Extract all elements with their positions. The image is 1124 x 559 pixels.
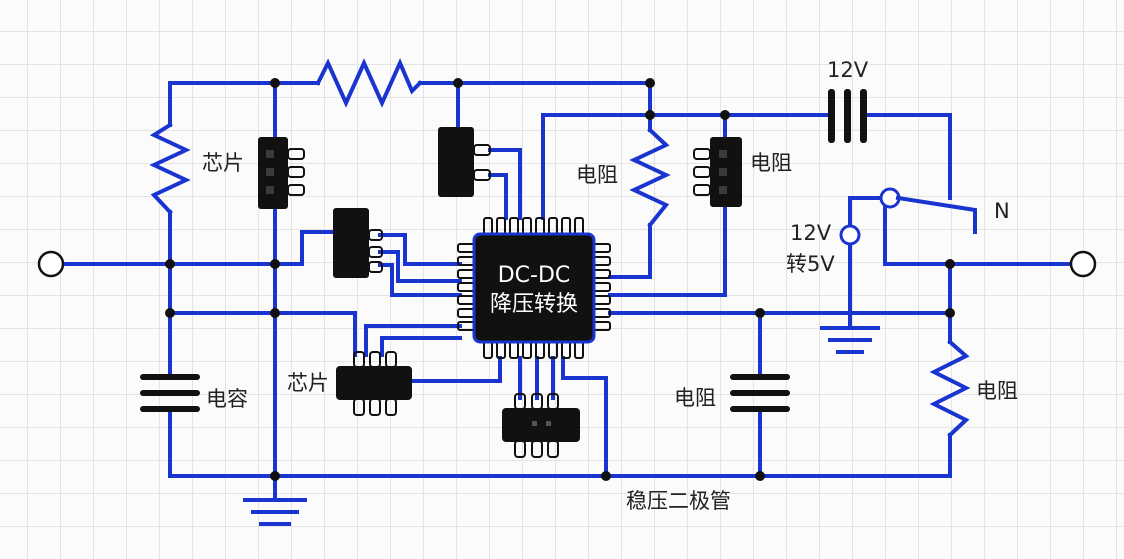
label-reg-line1: 12V (790, 221, 832, 245)
label-switch: N (994, 199, 1010, 223)
center-resistor[interactable] (629, 127, 671, 228)
label-res-center: 电阻 (576, 163, 618, 187)
switch-contact[interactable] (895, 195, 977, 234)
label-res-bottom-right: 电阻 (976, 379, 1018, 403)
label-top-cap: 12V (827, 58, 869, 82)
regulator-node[interactable] (839, 224, 861, 246)
input-terminal[interactable] (37, 250, 65, 278)
output-terminal[interactable] (1069, 250, 1097, 278)
label-chip-left-upper: 芯片 (202, 151, 244, 175)
label-res-right-top: 电阻 (750, 151, 792, 175)
label-capacitor: 电容 (206, 387, 248, 411)
chip-top-middle[interactable] (438, 127, 491, 197)
chip-lower-center[interactable] (502, 393, 580, 458)
left-resistor[interactable] (149, 122, 191, 215)
dc-dc-ic-body[interactable] (472, 232, 596, 344)
label-chip-left-lower: 芯片 (287, 371, 329, 395)
ic-label-line2: 降压转换 (490, 292, 578, 317)
top-capacitor-12v[interactable] (828, 89, 867, 143)
junctions (165, 78, 955, 481)
top-resistor[interactable] (315, 58, 423, 108)
chip-right-top[interactable] (693, 137, 742, 207)
right-capacitor[interactable] (730, 374, 790, 412)
chip-left-upper[interactable] (258, 137, 305, 209)
left-capacitor[interactable] (140, 374, 200, 412)
label-reg-line2: 转5V (786, 252, 835, 276)
label-zener: 稳压二极管 (626, 489, 731, 513)
ground-symbol-right (820, 326, 880, 354)
chip-lower-left[interactable] (336, 351, 412, 416)
label-res-right-lower: 电阻 (674, 386, 716, 410)
ground-symbol-left (243, 498, 307, 526)
ic-label-line1: DC-DC (498, 263, 571, 288)
chip-mid-left[interactable] (333, 208, 383, 278)
bottom-right-resistor[interactable] (929, 339, 971, 438)
